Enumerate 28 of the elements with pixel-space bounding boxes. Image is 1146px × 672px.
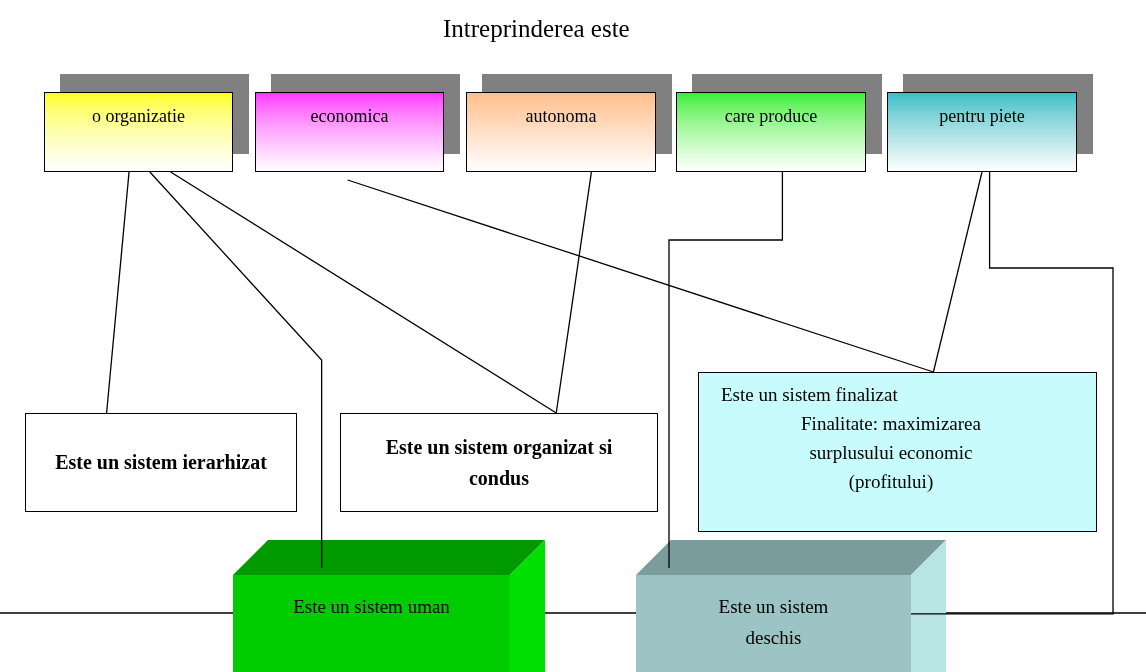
connector-line [346,179,935,373]
box-text: care produce [724,105,818,128]
term-box [44,92,233,172]
connector-line [555,171,593,414]
box-text: autonoma [525,105,597,128]
box-text: Este un sistem deschis [717,595,830,650]
info-box [698,372,1097,532]
box-text: Este un sistem ierarhizat [55,450,267,475]
connector-line [149,171,323,569]
connector-line [170,171,557,414]
box-text: pentru piete [939,105,1025,128]
connector-line [932,171,983,373]
box-text: Finalitate: maximizarea surplusului economic (profitului) [800,412,982,494]
statement-box [25,413,297,512]
box-text: economica [310,105,389,128]
box-text: Este un sistem uman [293,595,450,619]
box-text: o organizatie [91,105,186,128]
connector-line [105,171,130,414]
term-box [255,92,444,172]
box-text: Este un sistem organizat si condus [384,434,614,491]
diagram-title: Intreprinderea este [443,14,630,44]
box-heading: Este un sistem finalizat [721,383,899,407]
term-box [887,92,1077,172]
statement-box [340,413,658,512]
term-box [466,92,656,172]
connector-line [910,171,1114,615]
term-box [676,92,866,172]
connector-line [668,171,784,569]
